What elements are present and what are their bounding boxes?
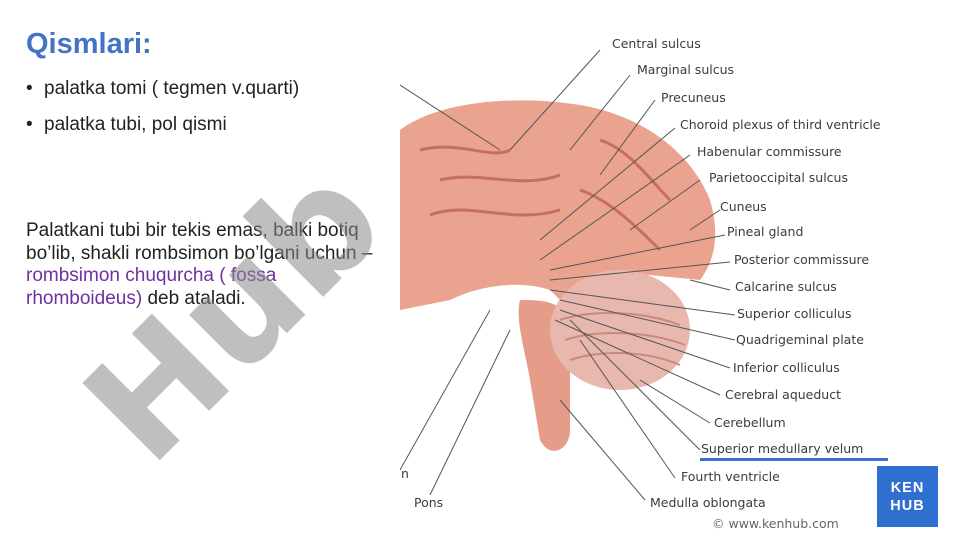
logo-line-2: HUB (890, 497, 925, 514)
label-pineal-gland: Pineal gland (727, 224, 804, 239)
cerebrum-shape (400, 100, 716, 310)
logo-line-1: KEN (890, 479, 925, 496)
label-central-sulcus: Central sulcus (612, 36, 701, 51)
label-inferior-colliculus: Inferior colliculus (733, 360, 840, 375)
watermark-text: Hub (52, 132, 415, 495)
label-precuneus: Precuneus (661, 90, 726, 105)
slide-title: Qismlari: (26, 28, 152, 60)
paragraph-text-end: deb ataladi. (142, 287, 246, 309)
label-quadrigeminal-plate: Quadrigeminal plate (736, 332, 864, 347)
brain-figure (400, 0, 961, 540)
bullet-item: palatka tomi ( tegmen v.quarti) (26, 78, 299, 100)
label-pons: Pons (414, 495, 444, 510)
label-fourth-ventricle: Fourth ventricle (681, 469, 780, 484)
paragraph-text: Palatkani tubi bir tekis emas, balki bot… (26, 220, 373, 264)
label-parietooccipital-sulcus: Parietooccipital sulcus (709, 170, 848, 185)
description-paragraph: Palatkani tubi bir tekis emas, balki bot… (26, 220, 391, 310)
label-medulla-oblongata: Medulla oblongata (650, 495, 766, 510)
bullet-item: palatka tubi, pol qismi (26, 114, 299, 136)
label-cerebral-aqueduct: Cerebral aqueduct (725, 387, 841, 402)
brain-illustration (400, 49, 736, 501)
gyri-lines (419, 138, 672, 252)
label-calcarine-sulcus: Calcarine sulcus (735, 279, 837, 294)
leader-lines (400, 49, 736, 501)
kenhub-logo: KEN HUB (877, 466, 938, 527)
highlighted-term: rombsimon chuqurcha ( fossa rhomboideus) (26, 265, 277, 309)
label-habenular-commissure: Habenular commissure (697, 144, 842, 159)
label-cuneus: Cuneus (720, 199, 767, 214)
label-choroid-plexus: Choroid plexus of third ventricle (680, 117, 881, 132)
label-cut-off: n (401, 466, 409, 481)
label-posterior-commissure: Posterior commissure (734, 252, 870, 267)
label-cerebellum: Cerebellum (714, 415, 786, 430)
highlight-underline (700, 458, 888, 461)
label-superior-medullary-velum: Superior medullary velum (701, 441, 864, 456)
bullet-list: palatka tomi ( tegmen v.quarti) palatka … (26, 78, 299, 150)
label-superior-colliculus: Superior colliculus (737, 306, 852, 321)
copyright-text: © www.kenhub.com (712, 516, 839, 531)
label-marginal-sulcus: Marginal sulcus (637, 62, 735, 77)
